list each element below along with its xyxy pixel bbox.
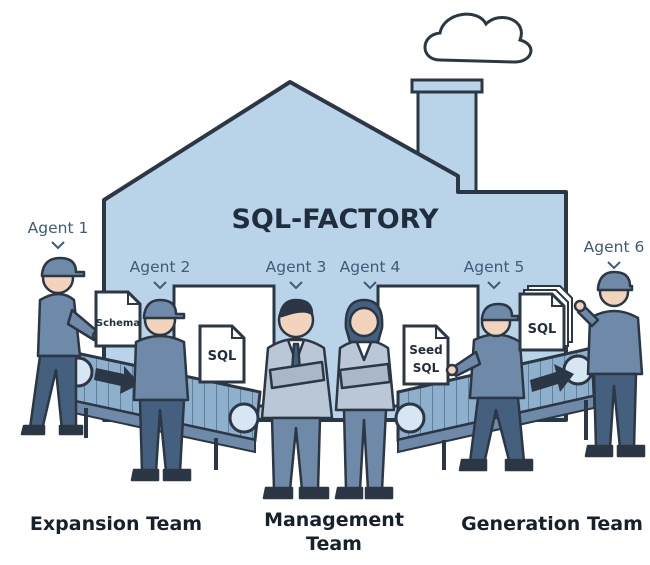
svg-text:Agent 4: Agent 4 xyxy=(340,258,401,276)
svg-text:Agent 2: Agent 2 xyxy=(130,258,191,276)
svg-text:SQL: SQL xyxy=(208,349,237,364)
team-label-management-line2: Team xyxy=(306,533,362,555)
agent-2-figure xyxy=(130,298,192,482)
svg-text:Schema: Schema xyxy=(96,318,140,329)
svg-text:Agent 5: Agent 5 xyxy=(464,258,525,276)
schema-document: Schema xyxy=(94,290,142,348)
svg-text:Agent 6: Agent 6 xyxy=(584,238,645,256)
agent-4-label: Agent 4 xyxy=(340,258,401,290)
factory-title: SQL-FACTORY xyxy=(231,204,439,235)
agent-2-label: Agent 2 xyxy=(130,258,191,290)
arrow-right-icon xyxy=(530,364,574,392)
agent-5-label: Agent 5 xyxy=(464,258,525,290)
sql-document-stack: SQL xyxy=(518,285,573,352)
arrow-right-icon xyxy=(94,366,140,394)
seed-sql-document: Seed SQL xyxy=(402,324,450,386)
agent-3-figure xyxy=(260,298,334,500)
chimney-cap xyxy=(410,78,484,94)
team-label-management-line1: Management xyxy=(264,509,404,531)
svg-text:Agent 3: Agent 3 xyxy=(266,258,327,276)
agent-3-label: Agent 3 xyxy=(266,258,327,290)
svg-text:Seed: Seed xyxy=(409,343,443,357)
sql-document-left: SQL xyxy=(198,324,246,384)
agent-5-figure xyxy=(445,302,534,472)
agent-6-figure xyxy=(573,270,646,458)
team-label-generation: Generation Team xyxy=(461,513,643,535)
svg-text:SQL: SQL xyxy=(528,322,557,337)
agent-4-figure xyxy=(334,298,396,500)
cloud-icon xyxy=(423,12,533,64)
svg-text:Agent 1: Agent 1 xyxy=(28,219,89,237)
agent-6-label: Agent 6 xyxy=(584,238,645,270)
svg-text:SQL: SQL xyxy=(413,361,440,375)
agent-1-label: Agent 1 xyxy=(28,219,89,250)
team-label-expansion: Expansion Team xyxy=(30,513,202,535)
